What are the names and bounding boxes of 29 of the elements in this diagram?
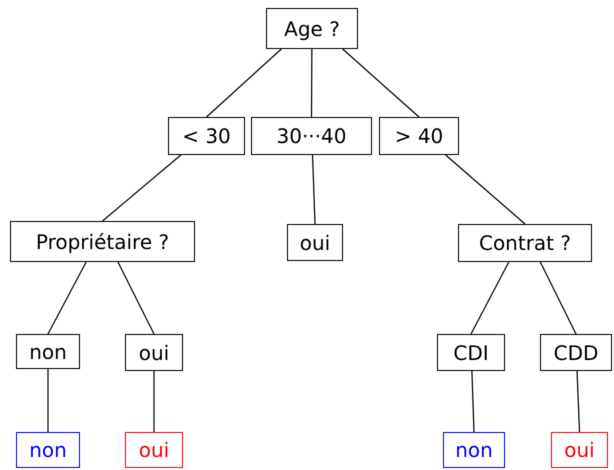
tree-node-box: oui xyxy=(287,224,343,261)
connector-line xyxy=(576,370,580,432)
connector-line xyxy=(445,154,526,224)
connector-line xyxy=(312,154,316,224)
tree-node-box: oui xyxy=(125,334,183,371)
connector-line xyxy=(102,154,182,222)
connector-line xyxy=(470,262,510,334)
tree-node-box: Propriétaire ? xyxy=(10,221,195,262)
connector-line xyxy=(47,262,87,334)
tree-node-box: CDI xyxy=(437,334,505,371)
tree-node-box: 30···40 xyxy=(251,117,372,155)
tree-node-box: non xyxy=(16,432,80,468)
connector-line xyxy=(310,49,312,117)
tree-node-box: oui xyxy=(125,432,183,468)
tree-node-box: non xyxy=(443,432,505,468)
tree-node-box: non xyxy=(16,334,80,369)
tree-node-box: > 40 xyxy=(379,117,459,155)
connector-line xyxy=(540,262,577,334)
connector-line xyxy=(47,369,49,432)
tree-node-box: CDD xyxy=(540,334,612,371)
tree-node-box: Age ? xyxy=(266,8,358,49)
tree-node-box: oui xyxy=(551,432,608,468)
tree-node-box: < 30 xyxy=(168,117,245,155)
connector-line xyxy=(153,371,155,432)
connector-line xyxy=(117,262,155,334)
connector-line xyxy=(471,370,475,432)
connector-line xyxy=(342,48,420,118)
tree-node-box: Contrat ? xyxy=(458,224,592,262)
connector-line xyxy=(206,48,282,118)
